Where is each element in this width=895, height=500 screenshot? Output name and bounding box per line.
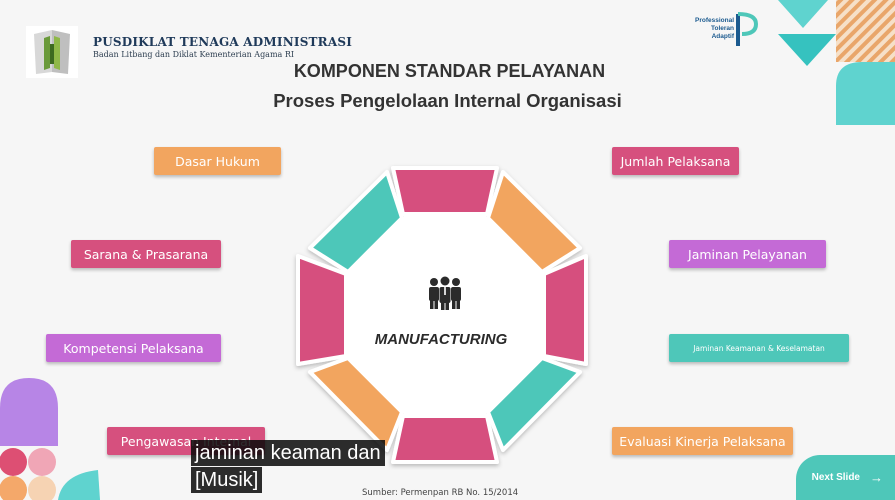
segment-bottom — [391, 414, 499, 464]
video-caption: jaminan keaman dan [Musik] — [191, 440, 385, 494]
caption-line-1: jaminan keaman dan — [191, 440, 385, 466]
octagon-diagram — [296, 166, 588, 464]
decor-top-right — [778, 0, 895, 125]
pusdiklat-logo — [26, 26, 78, 78]
label-kompetensi-pelaksana: Kompetensi Pelaksana — [46, 334, 221, 362]
next-slide-button[interactable]: Next Slide → — [796, 455, 895, 500]
segment-top — [391, 166, 499, 216]
label-jaminan-keamanan: Jaminan Keamanan & Keselamatan — [669, 334, 849, 362]
people-group-icon — [429, 276, 461, 310]
label-jumlah-pelaksana: Jumlah Pelaksana — [612, 147, 739, 175]
label-sarana-prasarana: Sarana & Prasarana — [71, 240, 221, 268]
brand-tagline: Professional Toleran Adaptif — [694, 17, 734, 40]
label-dasar-hukum: Dasar Hukum — [154, 147, 281, 175]
label-jaminan-pelayanan: Jaminan Pelayanan — [669, 240, 826, 268]
source-note: Sumber: Permenpan RB No. 15/2014 — [362, 488, 519, 498]
decor-bottom-left — [0, 378, 58, 500]
arrow-right-icon: → — [870, 470, 883, 485]
octagon-center — [346, 216, 544, 414]
decor-bottom-left-arc — [58, 470, 100, 500]
next-slide-label: Next Slide — [811, 472, 860, 483]
brand-mark-icon — [736, 12, 759, 46]
page-title: KOMPONEN STANDAR PELAYANAN — [293, 61, 606, 81]
org-name: PUSDIKLAT TENAGA ADMINISTRASI — [93, 35, 353, 49]
org-subtitle: Badan Litbang dan Diklat Kementerian Aga… — [93, 50, 295, 59]
label-evaluasi-kinerja: Evaluasi Kinerja Pelaksana — [612, 427, 793, 455]
center-label: MANUFACTURING — [374, 331, 508, 348]
caption-line-2: [Musik] — [191, 467, 263, 493]
page-subtitle: Proses Pengelolaan Internal Organisasi — [273, 90, 622, 111]
